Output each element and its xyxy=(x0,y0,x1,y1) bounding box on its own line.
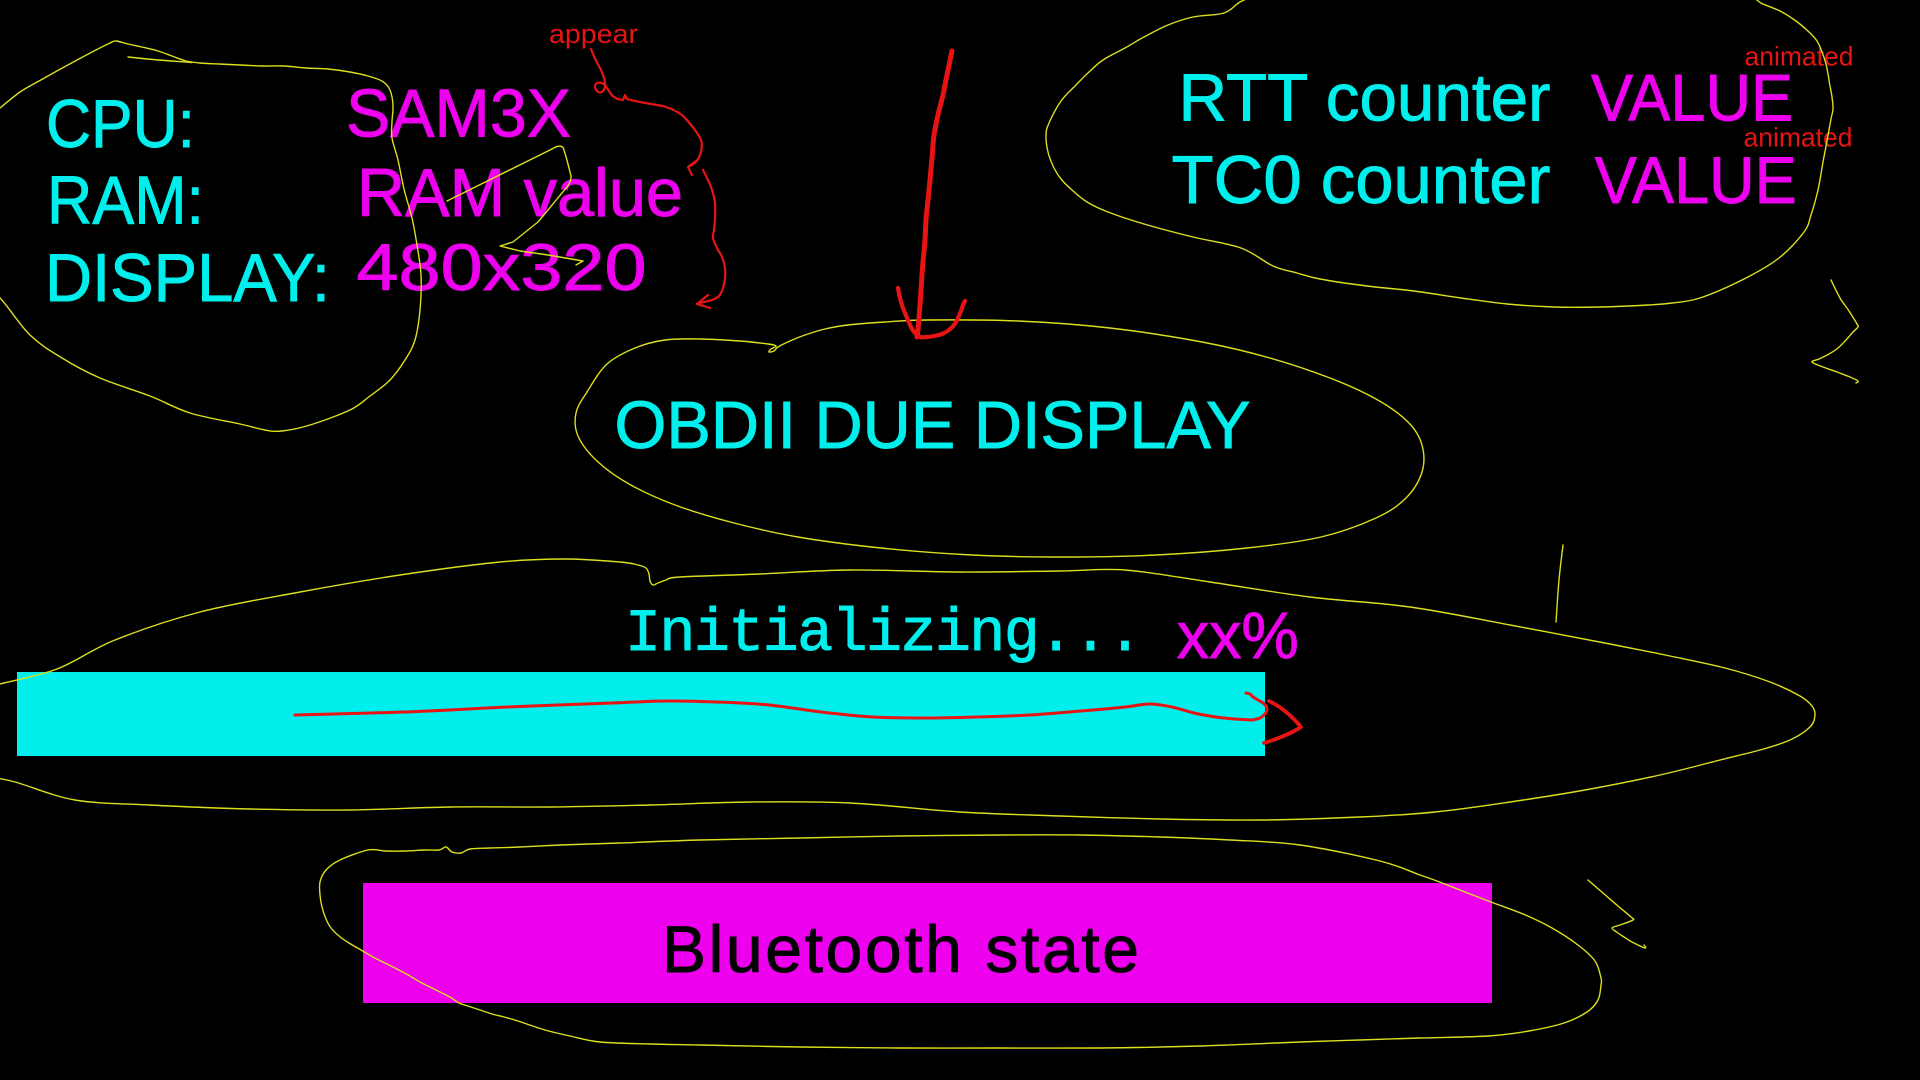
svg-text:VALUE: VALUE xyxy=(1591,61,1793,135)
svg-text:appear: appear xyxy=(549,19,638,49)
svg-text:animated: animated xyxy=(1744,123,1853,153)
svg-text:RTT counter: RTT counter xyxy=(1179,61,1551,136)
svg-text:RAM:: RAM: xyxy=(47,162,204,238)
svg-text:480x320: 480x320 xyxy=(357,230,647,304)
svg-text:CPU:: CPU: xyxy=(46,86,195,162)
svg-text:Bluetooth state: Bluetooth state xyxy=(662,912,1139,986)
svg-text:TC0 counter: TC0 counter xyxy=(1172,142,1551,218)
svg-text:xx%: xx% xyxy=(1177,598,1299,672)
svg-text:Initializing...: Initializing... xyxy=(625,601,1143,669)
svg-text:animated: animated xyxy=(1745,42,1854,72)
svg-text:SAM3X: SAM3X xyxy=(346,76,571,152)
svg-text:VALUE: VALUE xyxy=(1595,143,1797,217)
svg-text:DISPLAY:: DISPLAY: xyxy=(45,240,330,316)
svg-text:OBDII DUE DISPLAY: OBDII DUE DISPLAY xyxy=(615,388,1251,463)
svg-text:RAM value: RAM value xyxy=(357,155,683,231)
